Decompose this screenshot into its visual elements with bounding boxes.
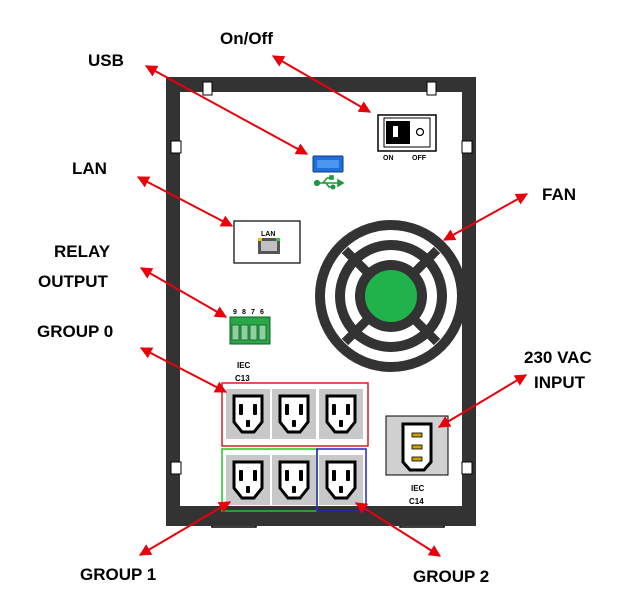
relay-pin-8: 8 (242, 309, 246, 316)
lan-port[interactable]: LAN (233, 220, 301, 264)
arrow-relay (139, 267, 228, 318)
arrow-usb (144, 65, 309, 155)
fan-grille (315, 220, 467, 372)
arrow-lan (136, 176, 234, 227)
label-on-off: On/Off (220, 29, 273, 48)
label-group0: GROUP 0 (37, 322, 113, 341)
usb-symbol-icon (313, 175, 345, 190)
group0-outlet-1 (224, 387, 272, 441)
arrow-group2 (354, 502, 442, 557)
switch-off-label: OFF (412, 155, 427, 162)
label-relay-line1: RELAY (54, 242, 111, 261)
group0-outlet-3 (317, 387, 365, 441)
iec-c13-label-line1: IEC (237, 361, 251, 370)
arrow-fan (442, 193, 529, 241)
arrow-group0 (139, 347, 228, 393)
label-lan: LAN (72, 159, 107, 178)
label-input-line1: 230 VAC (524, 348, 592, 367)
label-input-line2: INPUT (534, 373, 586, 392)
callout-arrows (136, 55, 529, 557)
arrow-input (437, 374, 528, 428)
relay-pin-6: 6 (260, 309, 264, 316)
group2-outlet-1 (317, 453, 365, 507)
usb-port[interactable] (312, 155, 344, 173)
label-usb: USB (88, 51, 124, 70)
arrow-group1 (138, 501, 232, 556)
arrow-on-off (271, 55, 372, 113)
iec-c14-label-line2: C14 (409, 497, 424, 506)
relay-pin-9: 9 (233, 309, 237, 316)
iec-c14-label-line1: IEC (411, 484, 425, 493)
power-switch[interactable]: ON OFF (377, 114, 437, 162)
label-group2: GROUP 2 (413, 567, 489, 586)
group0-outlet-2 (270, 387, 318, 441)
switch-on-label: ON (383, 155, 394, 162)
label-fan: FAN (542, 185, 576, 204)
group0-outline (221, 382, 369, 447)
label-group1: GROUP 1 (80, 565, 156, 584)
label-relay-line2: OUTPUT (38, 272, 109, 291)
relay-terminal[interactable]: 9 8 7 6 (229, 309, 271, 345)
iec-c13-label-line2: C13 (235, 374, 250, 383)
group1-outlet-1 (224, 453, 272, 507)
lan-port-label: LAN (261, 231, 275, 238)
group1-outlet-2 (270, 453, 318, 507)
group2-outline (316, 448, 367, 512)
iec-c14-inlet (385, 415, 449, 476)
fan-hub (363, 268, 419, 324)
relay-pin-7: 7 (251, 309, 255, 316)
